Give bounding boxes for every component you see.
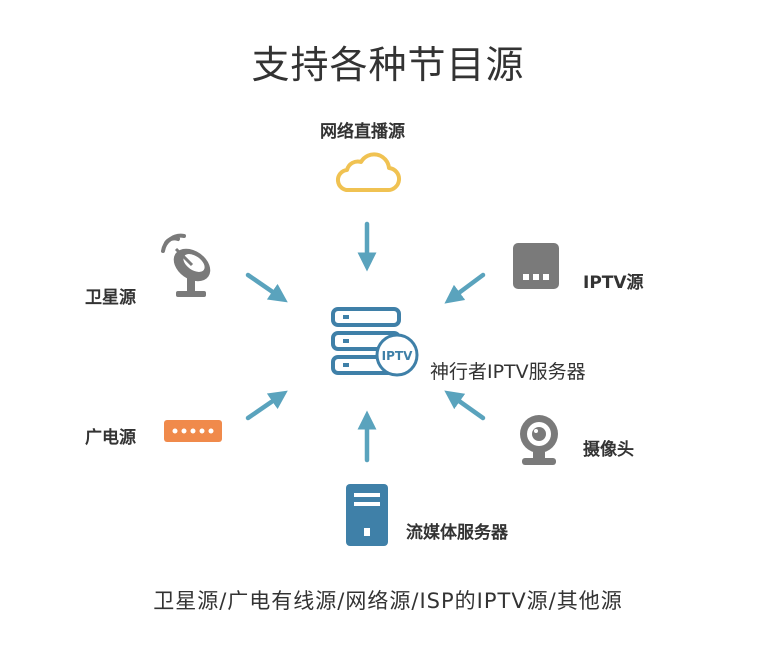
- webcam-icon: [520, 415, 558, 465]
- central-server-label: 神行者IPTV服务器: [430, 361, 586, 383]
- set-top-box-icon: [513, 243, 559, 289]
- arrow-from-iptv: [444, 272, 486, 304]
- cable-box-icon: [164, 420, 222, 442]
- footer-caption: 卫星源/广电有线源/网络源/ISP的IPTV源/其他源: [153, 589, 623, 613]
- arrow-from-camera: [444, 390, 486, 421]
- cloud-icon: [336, 152, 402, 193]
- iptv-badge-text: IPTV: [382, 349, 413, 363]
- camera-source-label: 摄像头: [583, 440, 634, 460]
- page-title: 支持各种节目源: [251, 43, 525, 87]
- streaming-server-label: 流媒体服务器: [406, 523, 508, 543]
- satellite-dish-icon: [161, 233, 211, 297]
- arrow-from-satellite: [245, 272, 288, 303]
- arrow-from-cable: [245, 390, 288, 421]
- iptv-source-label: IPTV源: [583, 273, 644, 293]
- server-rack-icon: IPTV: [331, 307, 419, 377]
- network-source-label: 网络直播源: [320, 122, 405, 142]
- pc-tower-icon: [346, 484, 388, 546]
- cable-source-label: 广电源: [85, 428, 136, 448]
- satellite-source-label: 卫星源: [85, 288, 136, 308]
